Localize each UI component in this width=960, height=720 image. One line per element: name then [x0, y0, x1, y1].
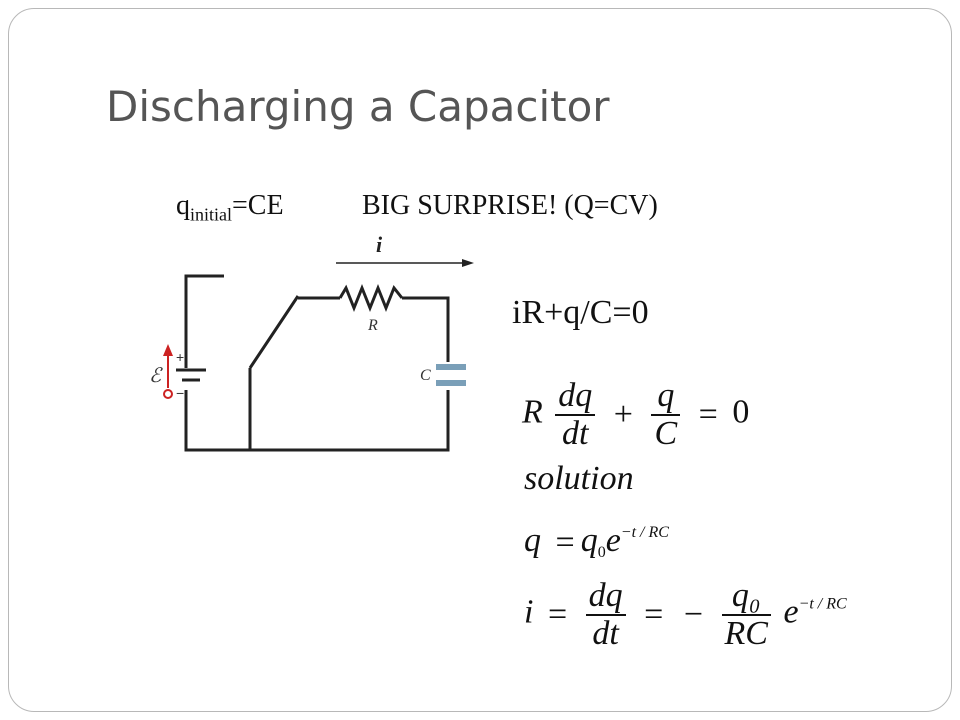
eq3-e: e	[783, 593, 799, 631]
resistor-symbol	[338, 283, 404, 313]
emf-label: ℰ	[149, 365, 163, 387]
eq3-num2: q₀	[721, 578, 771, 616]
eq2-subscript: 0	[597, 544, 606, 561]
surprise-text: BIG SURPRISE! (Q=CV)	[362, 190, 658, 221]
eq1-num1: dq	[555, 378, 596, 416]
eq1-plus: +	[613, 395, 633, 433]
eq3-exponent: −t / RC	[798, 595, 847, 613]
eq1-fraction-q-c: q C	[651, 378, 681, 452]
eq3-den2: RC	[724, 614, 768, 652]
resistor-label: R	[367, 317, 378, 334]
charge-value: =CE	[232, 190, 284, 221]
emf-terminal	[163, 389, 173, 399]
eq1-fraction-dq-dt: dq dt	[555, 378, 596, 452]
charge-subscript: initial	[190, 204, 232, 225]
slide-frame	[8, 8, 952, 712]
eq3-equals-b: =	[644, 595, 664, 633]
circuit-wires	[184, 274, 450, 452]
eq3-fraction-q0-rc: q₀ RC	[721, 578, 771, 652]
eq1-den1: dt	[562, 414, 589, 452]
slide-title: Discharging a Capacitor	[106, 82, 610, 131]
bottom-wire	[184, 390, 450, 452]
eq1-den2: C	[654, 414, 678, 452]
eq2-e: e	[605, 522, 621, 559]
eq2-q: q	[580, 522, 598, 559]
eq1-equals: =	[698, 395, 718, 433]
eq2-lhs: q	[524, 522, 541, 559]
eq3-num1: dq	[585, 578, 626, 616]
capacitor-label: C	[420, 367, 431, 384]
capacitor	[436, 364, 466, 386]
eq3-den1: dt	[592, 614, 619, 652]
eq2-equals: =	[555, 524, 575, 562]
eq1-rhs: 0	[732, 393, 750, 431]
eq1-num2: q	[651, 378, 681, 416]
current-arrow-head	[462, 259, 474, 267]
differential-equation: R dq dt + q C = 0	[522, 378, 749, 451]
rc-circuit-diagram: ℰ + − R C i	[149, 232, 474, 452]
solution-word: solution	[524, 460, 634, 497]
eq3-lhs: i	[524, 593, 534, 631]
plus-sign: +	[176, 349, 184, 365]
initial-charge-expression: qinitial=CE	[176, 190, 284, 226]
eq3-fraction-dq-dt: dq dt	[585, 578, 626, 652]
charge-symbol: q	[176, 190, 190, 221]
switch-blade	[248, 295, 300, 369]
eq1-r: R	[522, 393, 543, 431]
eq2-exponent: −t / RC	[620, 524, 669, 541]
loop-equation: iR+q/C=0	[512, 294, 649, 331]
left-outer-wire	[184, 274, 224, 368]
emf-source: ℰ + −	[149, 344, 206, 401]
current-solution-equation: i = dq dt = − q₀ RC e−t / RC	[524, 578, 847, 651]
emf-arrow-head	[163, 344, 173, 356]
minus-sign: −	[176, 385, 184, 401]
eq3-equals-a: =	[547, 595, 568, 633]
top-right-wire	[402, 296, 450, 362]
charge-solution-equation: q =q0e−t / RC	[524, 522, 669, 562]
current-label: i	[376, 232, 383, 257]
eq3-minus: −	[683, 595, 704, 633]
